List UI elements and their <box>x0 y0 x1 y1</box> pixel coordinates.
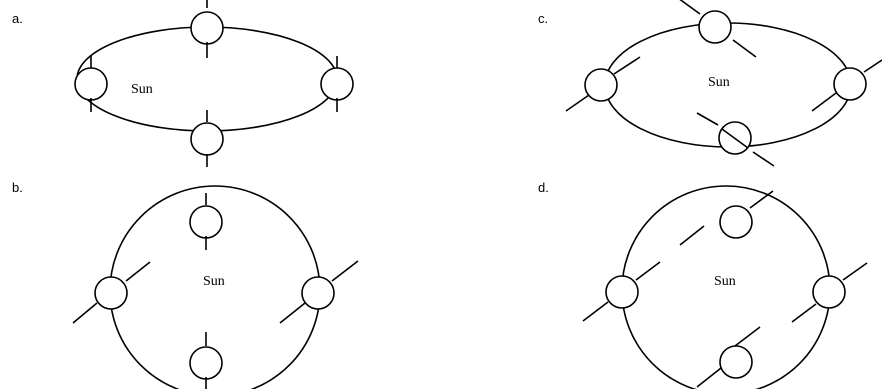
panel-b: b. Sun <box>12 180 359 389</box>
panel-label: a. <box>12 11 23 26</box>
earth-position-right <box>811 59 882 112</box>
earth-position-right <box>791 262 868 323</box>
earth-position-left <box>74 56 108 112</box>
earth-position-left <box>565 56 641 112</box>
earth-position-bottom <box>696 326 761 388</box>
panel-label: d. <box>538 180 549 195</box>
earth-position-top <box>189 193 223 250</box>
earth-position-right <box>320 56 354 112</box>
panel-d: d. Sun <box>538 180 868 389</box>
earth-position-bottom <box>696 112 775 167</box>
sun-label: Sun <box>714 274 736 289</box>
earth-position-bottom <box>189 332 223 389</box>
panel-c: c. Sun <box>538 0 882 167</box>
earth-position-left <box>72 261 151 324</box>
earth-position-top <box>190 0 224 58</box>
earth-position-top <box>679 0 757 58</box>
earth-position-top <box>679 190 774 246</box>
sun-label: Sun <box>203 274 225 289</box>
panel-label: c. <box>538 11 548 26</box>
sun-label: Sun <box>131 82 153 97</box>
earth-position-right <box>279 260 359 324</box>
sun-label: Sun <box>708 75 730 90</box>
earth-position-bottom <box>190 110 224 167</box>
panel-a: a. Sun <box>12 0 354 167</box>
earth-position-left <box>582 261 661 322</box>
panel-label: b. <box>12 180 23 195</box>
